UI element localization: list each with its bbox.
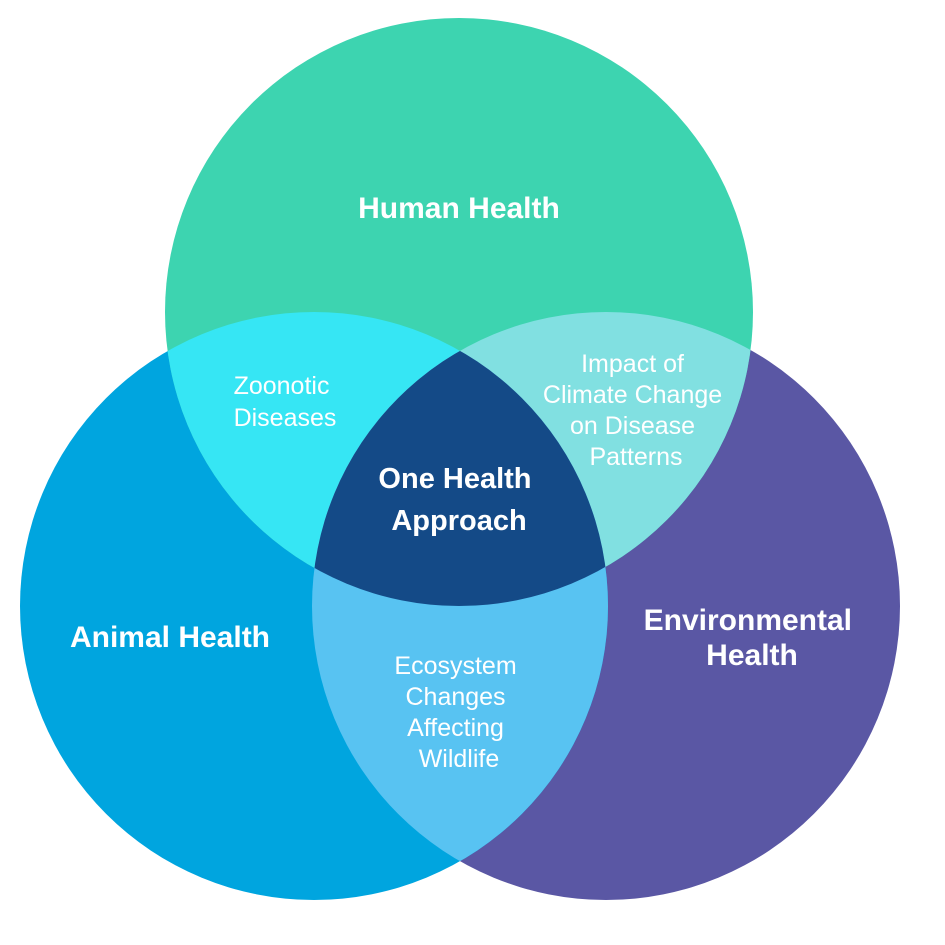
one-health-approach-label-line-1: One Health xyxy=(378,463,531,495)
human-health-label-line: Human Health xyxy=(358,192,560,225)
animal-health-label-line: Animal Health xyxy=(70,621,270,654)
ecosystem-changes-label-line-1: Ecosystem xyxy=(394,652,516,680)
zoonotic-diseases-label: Zoonotic Diseases xyxy=(234,372,337,432)
environmental-health-label-line-1: Environmental xyxy=(644,604,852,637)
environmental-health-label-line-2: Health xyxy=(706,639,798,672)
human-health-label: Human Health xyxy=(358,192,560,225)
animal-health-label: Animal Health xyxy=(70,621,270,654)
one-health-overlap xyxy=(312,312,608,606)
climate-change-label: Impact of Climate Change on Disease Patt… xyxy=(543,350,729,471)
climate-change-label-line-3: on Disease xyxy=(570,412,695,440)
zoonotic-diseases-label-line-2: Diseases xyxy=(234,404,337,432)
climate-change-label-line-4: Patterns xyxy=(589,443,682,471)
climate-change-label-line-2: Climate Change xyxy=(543,381,722,409)
ecosystem-changes-label: Ecosystem Changes Affecting Wildlife xyxy=(394,652,523,773)
climate-change-label-line-1: Impact of xyxy=(581,350,684,378)
zoonotic-diseases-label-line-1: Zoonotic xyxy=(234,372,330,400)
ecosystem-changes-label-line-2: Changes xyxy=(405,683,505,711)
environmental-health-label: Environmental Health xyxy=(644,604,861,672)
one-health-approach-label: One Health Approach xyxy=(378,463,539,537)
ecosystem-changes-label-line-4: Wildlife xyxy=(419,745,500,773)
one-health-approach-label-line-2: Approach xyxy=(391,505,526,537)
ecosystem-changes-label-line-3: Affecting xyxy=(407,714,504,742)
